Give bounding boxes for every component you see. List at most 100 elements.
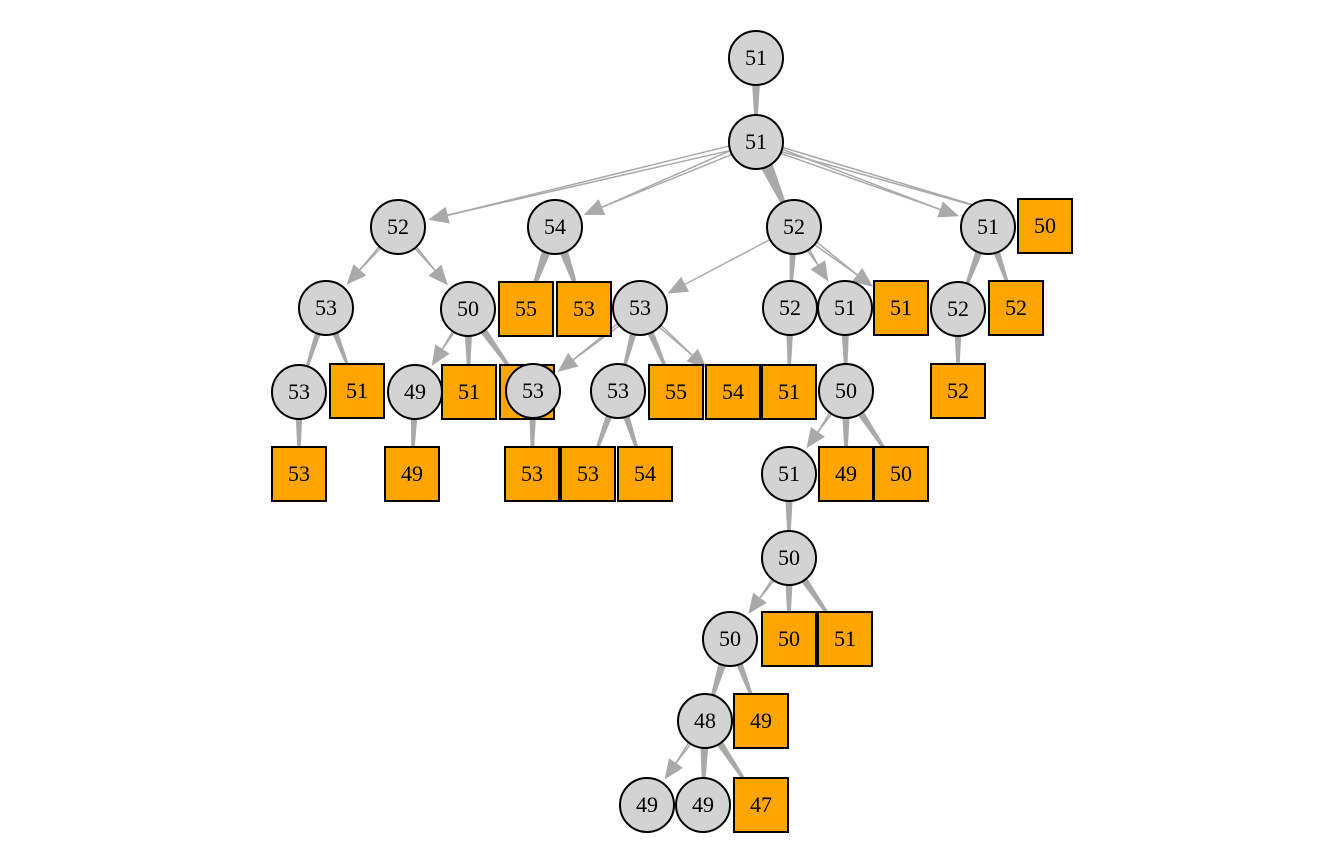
tree-node-circle-F6: 51 [761,446,817,502]
tree-node-circle-D5: 53 [612,280,668,336]
tree-node-square-E2: 51 [329,363,385,419]
node-label: 54 [634,461,656,486]
node-label: 50 [719,626,741,651]
node-label: 50 [1034,213,1056,238]
tree-edge-arrowhead [346,264,367,285]
tree-node-circle-B1: 51 [728,114,784,170]
tree-edge-arrowhead [686,348,707,369]
node-label: 49 [636,792,658,817]
node-label: 52 [947,296,969,321]
node-label: 50 [778,626,800,651]
tree-node-square-E9: 54 [705,364,761,420]
node-label: 51 [778,461,800,486]
tree-edge-line [756,138,941,211]
tree-node-circle-D7: 51 [817,280,873,336]
node-label: 51 [745,45,767,70]
tree-node-square-I2: 49 [733,693,789,749]
node-label: 49 [750,708,772,733]
tree-edge-arrowhead [810,260,829,282]
tree-node-circle-D6: 52 [762,280,818,336]
node-label: 49 [401,461,423,486]
node-label: 52 [947,378,969,403]
node-label: 51 [977,214,999,239]
tree-node-square-D8: 51 [873,280,929,336]
node-label: 53 [577,461,599,486]
tree-edge-line [447,138,756,216]
tree-edge-arrowhead [431,344,450,366]
tree-edge-line [755,143,993,212]
tree-node-circle-D1: 53 [298,280,354,336]
tree-node-square-D10: 52 [988,280,1044,336]
tree-edge-arrowhead [557,353,579,372]
node-label: 54 [722,379,744,404]
tree-node-circle-C4: 51 [960,199,1016,255]
tree-node-square-D4: 53 [556,281,612,337]
node-label: 50 [457,296,479,321]
node-label: 51 [745,129,767,154]
tree-node-square-F3: 53 [504,446,560,502]
node-label: 51 [458,379,480,404]
tree-node-circle-C1: 52 [370,199,426,255]
tree-node-square-C5: 50 [1017,198,1073,254]
tree-node-circle-G1: 50 [761,530,817,586]
tree-node-circle-D2: 50 [440,281,496,337]
tree-node-square-F5: 54 [617,446,673,502]
tree-edge-arrowhead [748,592,767,614]
tree-node-circle-E3: 49 [387,364,443,420]
tree-node-circle-H1: 50 [702,611,758,667]
tree-node-square-E10: 51 [761,364,817,420]
tree-node-square-F4: 53 [560,446,616,502]
node-label: 53 [522,378,544,403]
tree-node-square-E12: 52 [930,363,986,419]
tree-node-square-E8: 55 [648,364,704,420]
node-label: 49 [692,792,714,817]
node-label: 55 [515,296,537,321]
node-label: 53 [288,461,310,486]
tree-edge-line [447,143,757,216]
tree-node-circle-J1: 49 [619,777,675,833]
tree-node-square-F2: 49 [384,446,440,502]
tree-node-square-E4: 51 [441,364,497,420]
node-label: 51 [834,626,856,651]
node-label: 53 [629,295,651,320]
node-label: 53 [573,296,595,321]
tree-node-circle-C2: 54 [527,199,583,255]
node-label: 54 [544,214,566,239]
tree-edge-line [756,138,993,212]
node-label: 49 [835,461,857,486]
node-label: 47 [750,792,772,817]
tree-edge-arrowhead [583,199,606,215]
node-label: 51 [890,295,912,320]
node-label: 53 [521,461,543,486]
node-label: 53 [315,295,337,320]
tree-edge-arrowhead [664,758,683,780]
node-label: 55 [665,379,687,404]
node-label: 53 [607,378,629,403]
node-label: 48 [694,708,716,733]
tree-edge-arrowhead [806,427,825,449]
tree-node-circle-I1: 48 [677,693,733,749]
tree-node-square-D3: 55 [498,281,554,337]
tree-node-circle-J2: 49 [675,777,731,833]
node-label: 50 [835,378,857,403]
node-label: 52 [1005,295,1027,320]
tree-edge-arrowhead [428,206,450,224]
tree-edge-arrowhead [428,264,448,286]
node-label: 52 [779,295,801,320]
tree-node-square-F1: 53 [271,446,327,502]
tree-node-square-H3: 51 [817,611,873,667]
node-label: 51 [778,379,800,404]
tree-node-circle-E6: 53 [505,363,561,419]
node-label: 50 [890,461,912,486]
tree-node-square-H2: 50 [761,611,817,667]
tree-edge-line [754,143,941,211]
tree-node-square-F7: 49 [818,446,874,502]
tree-node-circle-E7: 53 [590,363,646,419]
node-label: 49 [404,379,426,404]
tree-node-square-J3: 47 [733,777,789,833]
tree-node-circle-E1: 53 [271,364,327,420]
node-label: 50 [778,545,800,570]
tree-edge-arrowhead [937,201,959,218]
